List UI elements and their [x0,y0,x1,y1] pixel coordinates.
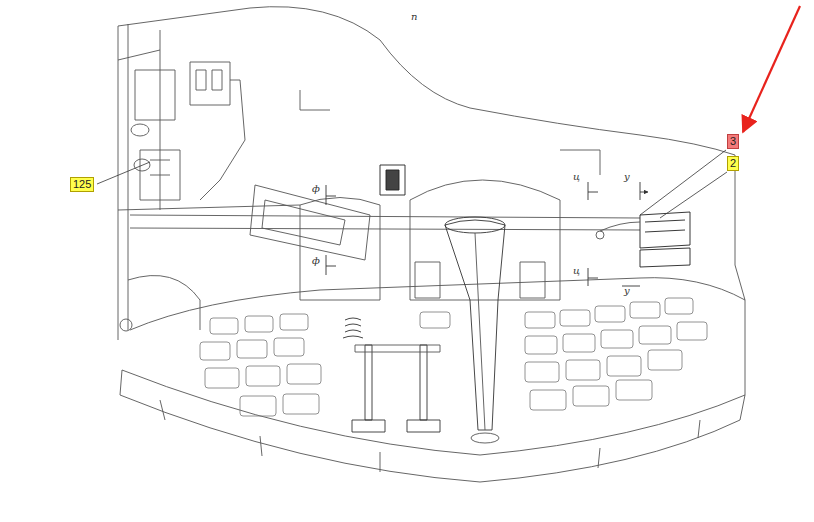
section-letter: ф [312,256,320,266]
section-letter: у [624,172,630,182]
section-letter: п [411,12,417,22]
section-letter: ц [573,172,580,182]
section-letter: ф [312,184,320,194]
callout-number: 3 [727,134,739,149]
section-letter: ц [573,266,580,276]
callout-number: 2 [727,156,739,171]
section-letter: у [624,286,630,296]
callout-number: 125 [70,177,94,192]
